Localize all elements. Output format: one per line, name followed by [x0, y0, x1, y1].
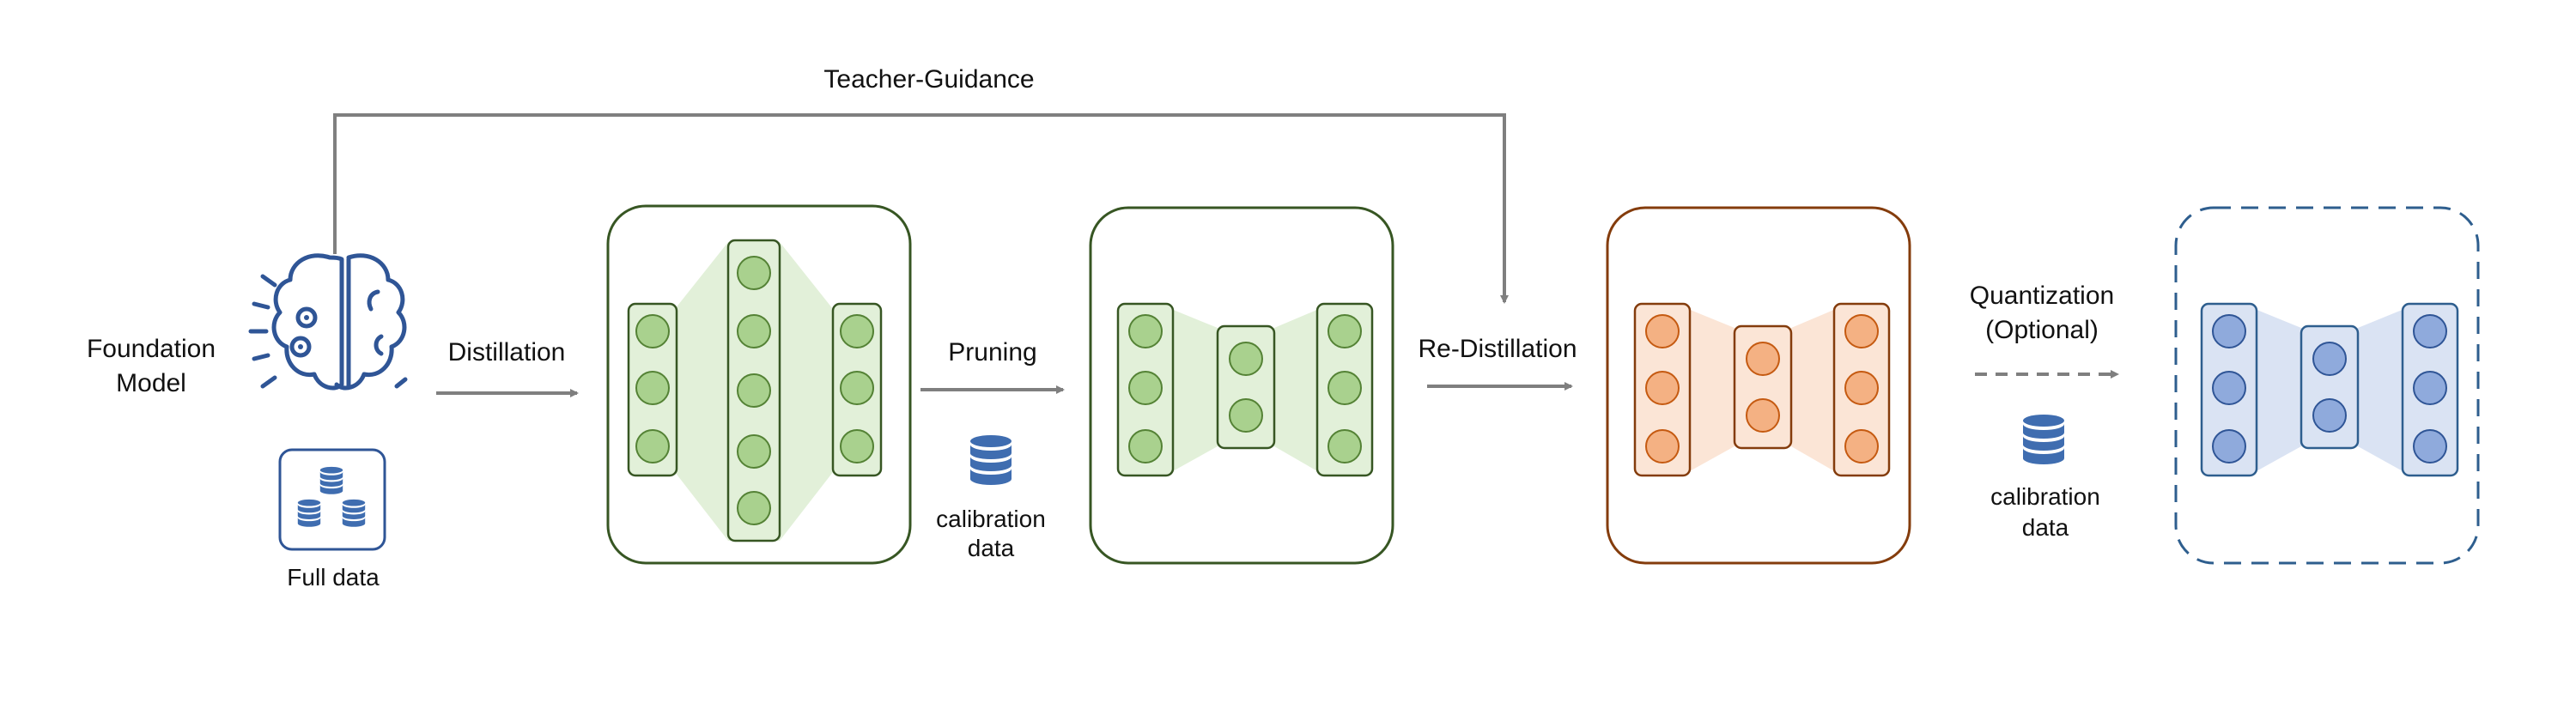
full-data-label: Full data: [287, 564, 380, 591]
network-node: [1645, 314, 1680, 348]
calibration-data-label-1-line2: data: [968, 535, 1015, 561]
network-node: [1327, 429, 1362, 464]
calibration-data-label-2-line1: calibration: [1990, 483, 2100, 510]
network-node: [1229, 398, 1263, 433]
network-node: [840, 429, 874, 464]
network-node: [2413, 371, 2447, 405]
re-distillation-label: Re-Distillation: [1418, 335, 1577, 363]
network-node: [1645, 429, 1680, 464]
network-node: [840, 371, 874, 405]
network-node: [635, 314, 670, 348]
brain-gears-icon: [248, 253, 408, 391]
foundation-model-label-line2: Model: [116, 369, 186, 397]
network-node: [737, 434, 771, 469]
network-node: [635, 429, 670, 464]
network-node: [1844, 371, 1879, 405]
network-node: [1746, 342, 1780, 376]
database-icon: [2023, 415, 2064, 464]
teacher-network: [606, 204, 912, 565]
network-node: [1128, 429, 1163, 464]
quantization-label-line1: Quantization: [1970, 282, 2114, 310]
network-node: [1844, 314, 1879, 348]
network-node: [1645, 371, 1680, 405]
network-node: [737, 256, 771, 290]
network-node: [2312, 398, 2347, 433]
network-node: [2212, 314, 2246, 348]
network-node: [1128, 314, 1163, 348]
pruning-label: Pruning: [948, 338, 1036, 367]
calibration-data-label-1-line1: calibration: [936, 506, 1046, 532]
database-icon: [970, 435, 1012, 485]
network-node: [1229, 342, 1263, 376]
teacher-guidance-label: Teacher-Guidance: [823, 65, 1034, 94]
network-node: [737, 491, 771, 525]
network-node: [1844, 429, 1879, 464]
network-node: [1327, 314, 1362, 348]
redistilled-network: [1606, 206, 1911, 565]
calibration-data-label-2-line2: data: [2022, 514, 2069, 541]
network-node: [635, 371, 670, 405]
network-node: [737, 373, 771, 408]
network-node: [1128, 371, 1163, 405]
network-node: [2413, 429, 2447, 464]
network-node: [840, 314, 874, 348]
foundation-model-label-line1: Foundation: [87, 335, 216, 363]
distillation-label: Distillation: [448, 338, 566, 367]
network-node: [737, 314, 771, 348]
quantized-network: [2174, 206, 2480, 565]
network-node: [2312, 342, 2347, 376]
full-data-box: [278, 448, 386, 551]
quantization-label-line2: (Optional): [1985, 316, 2099, 344]
pruned-network: [1089, 206, 1394, 565]
teacher-guidance-arrow: [333, 113, 1509, 304]
network-node: [2413, 314, 2447, 348]
network-node: [2212, 429, 2246, 464]
network-node: [2212, 371, 2246, 405]
network-node: [1327, 371, 1362, 405]
network-node: [1746, 398, 1780, 433]
